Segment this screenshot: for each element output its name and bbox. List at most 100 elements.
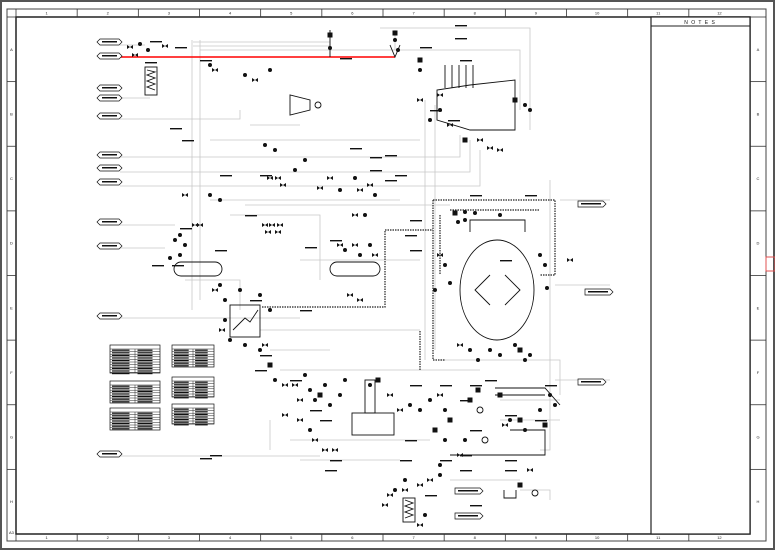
valve-icon (567, 258, 573, 262)
instrument-bubble-icon (353, 176, 357, 180)
table-cell-text (195, 421, 208, 423)
reactor-vessel (459, 239, 535, 341)
instrument-bubble-icon (208, 63, 212, 67)
instrument-bubble-icon (273, 378, 277, 382)
table-cell-text (137, 415, 153, 417)
table-cell-text (195, 397, 208, 399)
tag-label-mark (500, 260, 512, 262)
tag-label-mark (260, 355, 272, 357)
table-cell-text (174, 384, 189, 386)
instrument-bubble-icon (553, 403, 557, 407)
valve-icon (387, 493, 393, 497)
connector-label-mark (102, 87, 117, 89)
table-cell-text (195, 413, 208, 415)
instrument-bubble-icon (258, 348, 262, 352)
tag-label-mark (400, 460, 412, 462)
connector-label-mark (102, 55, 117, 57)
column-label-5: 5 (290, 11, 293, 16)
instrument-bubble-icon (178, 253, 182, 257)
instrument-bubble-icon (338, 188, 342, 192)
table-cell-text (137, 412, 153, 414)
connector-label-mark (102, 167, 117, 169)
instrument-bubble-icon (208, 193, 212, 197)
table-cell-text (112, 388, 130, 390)
valve-icon (322, 448, 328, 452)
instrument-bubble-icon (396, 48, 400, 52)
connector-label-mark (102, 315, 117, 317)
instrument-bubble-icon (178, 233, 182, 237)
tag-label-mark (385, 155, 397, 157)
row-label-E: E (10, 305, 13, 310)
instrument-bubble-icon (218, 198, 222, 202)
valve-icon (352, 243, 358, 247)
tag-label-mark (505, 470, 517, 472)
selection-marker[interactable] (765, 256, 775, 272)
valve-icon (332, 448, 338, 452)
connector-label-mark (581, 203, 601, 205)
column-label-3: 3 (168, 535, 171, 540)
instrument-bubble-icon (438, 473, 442, 477)
table-cell-text (137, 396, 153, 398)
instrument-bubble-icon (228, 338, 232, 342)
row-label-B: B (757, 111, 760, 116)
table-cell-text (112, 401, 130, 403)
column-label-9: 9 (535, 11, 538, 16)
instrument-bubble-icon (508, 418, 512, 422)
connector-label-mark (102, 245, 117, 247)
valve-icon (267, 176, 273, 180)
table-cell-text (112, 420, 130, 422)
column-label-4: 4 (229, 11, 232, 16)
valve-icon (292, 383, 298, 387)
heat-exchanger (229, 304, 261, 338)
tag-label-mark (200, 458, 212, 460)
control-block-icon (452, 210, 458, 216)
table-cell-text (112, 396, 130, 398)
valve-icon (387, 393, 393, 397)
table-cell-text (112, 425, 130, 427)
control-block-icon (267, 362, 273, 368)
instrument-bubble-icon (268, 308, 272, 312)
connector-label-mark (102, 181, 117, 183)
control-block-icon (517, 347, 523, 353)
table-cell-text (137, 373, 153, 375)
instrument-bubble-icon (368, 383, 372, 387)
instrument-bubble-icon (393, 38, 397, 42)
control-block-icon (327, 32, 333, 38)
table-cell-text (112, 415, 130, 417)
instrument-bubble-icon (308, 388, 312, 392)
instrument-bubble-icon (183, 243, 187, 247)
pump-2 (481, 436, 489, 444)
valve-icon (382, 503, 388, 507)
table-cell-text (174, 413, 189, 415)
table-cell-text (112, 390, 130, 392)
tag-label-mark (350, 148, 362, 150)
table-cell-text (112, 373, 130, 375)
table-cell-text (174, 381, 189, 383)
table-cell-text (137, 354, 153, 356)
table-cell-text (174, 416, 189, 418)
data-tables (109, 344, 215, 431)
tag-label-mark (310, 410, 322, 412)
table-cell-text (195, 352, 208, 354)
column-label-6: 6 (351, 535, 354, 540)
table-cell-text (112, 357, 130, 359)
tag-label-mark (145, 62, 157, 64)
table-cell-text (112, 393, 130, 395)
instrument-bubble-icon (538, 253, 542, 257)
control-block-icon (432, 427, 438, 433)
instrument-bubble-icon (313, 398, 317, 402)
line-labels (145, 25, 557, 507)
instrument-bubble-icon (373, 193, 377, 197)
table-cell-text (174, 421, 189, 423)
control-block-icon (517, 482, 523, 488)
table-cell-text (137, 360, 153, 362)
valve-icon (417, 483, 423, 487)
tag-label-mark (470, 195, 482, 197)
connector-label-mark (458, 515, 478, 517)
tank-mid (329, 261, 381, 277)
row-label-E: E (757, 305, 760, 310)
instrument-bubble-icon (513, 343, 517, 347)
table-cell-text (174, 397, 189, 399)
valve-icon (282, 413, 288, 417)
